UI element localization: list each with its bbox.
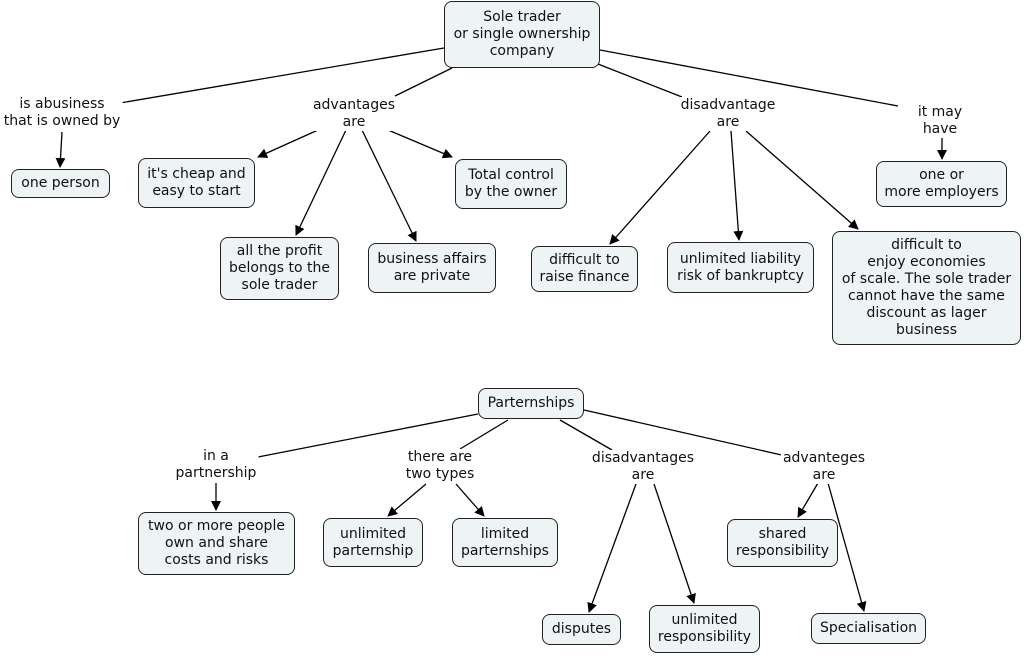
raise-finance-node: difficult to raise finance [531, 246, 638, 292]
partnership-disadvantages-link-label: disadvantages are [589, 450, 697, 484]
employers-node: one or more employers [876, 161, 1007, 207]
profit-node: all the profit belongs to the sole trade… [220, 237, 339, 300]
unlimited-liability-node: unlimited liability risk of bankruptcy [667, 242, 814, 293]
economies-of-scale-node: difficult to enjoy economies of scale. T… [832, 231, 1021, 345]
specialisation-node: Specialisation [811, 613, 926, 644]
unlimited-responsibility-node: unlimited responsibility [649, 605, 760, 653]
two-types-link-label: there are two types [403, 449, 477, 483]
limited-partnerships-node: limited parternships [452, 518, 558, 567]
owned-by-link-label: is abusiness that is owned by [1, 96, 123, 130]
partnerships-root-node: Parternships [478, 388, 584, 419]
cheap-easy-node: it's cheap and easy to start [138, 158, 255, 208]
two-or-more-people-node: two or more people own and share costs a… [138, 512, 295, 575]
advantages-link-label: advantages are [310, 97, 398, 131]
in-partnership-link-label: in a partnership [173, 448, 259, 482]
partnership-advantages-link-label: advanteges are [780, 450, 868, 484]
unlimited-partnership-node: unlimited parternship [323, 518, 423, 567]
disputes-node: disputes [542, 614, 621, 645]
private-affairs-node: business affairs are private [368, 243, 496, 293]
may-have-link-label: it may have [898, 104, 982, 138]
sole-trader-root-node: Sole trader or single ownership company [444, 1, 600, 68]
disadvantage-link-label: disadvantage are [678, 97, 778, 131]
shared-responsibility-node: shared responsibility [727, 519, 838, 567]
one-person-node: one person [11, 169, 110, 198]
total-control-node: Total control by the owner [455, 159, 567, 209]
